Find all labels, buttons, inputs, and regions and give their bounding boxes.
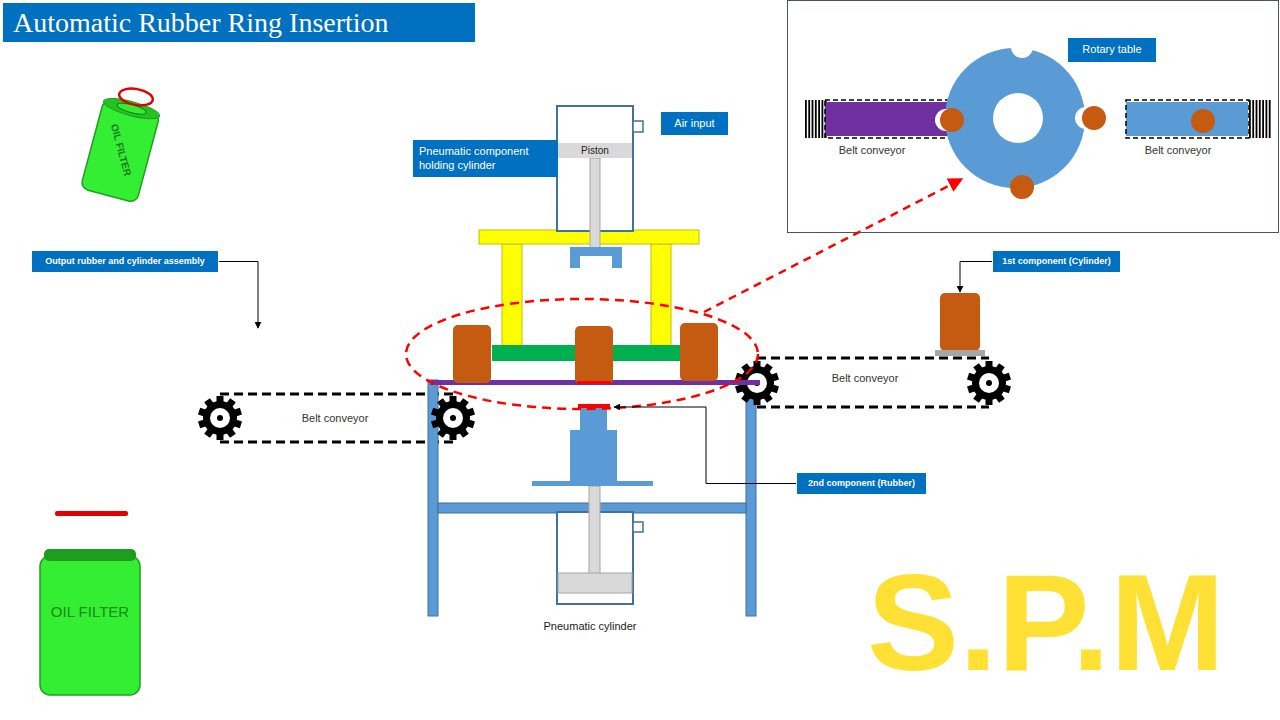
callout-text: 1st component (Cylinder) — [1002, 256, 1111, 267]
inset-panel — [788, 1, 1279, 233]
cylinder-puck — [1082, 106, 1106, 130]
cylinder-puck — [1010, 175, 1034, 199]
roller-stripe — [805, 100, 807, 138]
conveyor-belt — [757, 357, 989, 360]
cylinder-component — [940, 293, 980, 351]
cylinder-puck — [1191, 109, 1215, 133]
rubber-ring — [55, 511, 128, 516]
leader-line — [219, 262, 258, 329]
roller-stripe — [1266, 100, 1268, 138]
conveyor-belt — [220, 393, 453, 396]
cylinder-component — [453, 325, 491, 383]
rotary-notch — [1011, 36, 1033, 58]
belt-outline — [1126, 100, 1249, 138]
sprocket-hub — [443, 408, 463, 428]
roller-stripe — [1256, 100, 1258, 138]
cylinder-component — [680, 323, 718, 381]
conveyor-label: Belt conveyor — [832, 372, 899, 384]
sprocket-hub — [210, 408, 230, 428]
rotary-table — [945, 48, 1085, 188]
callout-box: Pneumatic component holding cylinder — [413, 140, 558, 177]
callout-box: 1st component (Cylinder) — [993, 251, 1120, 272]
roller-stripe — [1262, 100, 1264, 138]
frame-leg — [746, 380, 756, 616]
piston-rod — [589, 486, 600, 574]
roller-stripe — [822, 100, 824, 138]
sprocket — [431, 396, 475, 440]
sprocket-axle — [450, 415, 456, 421]
gripper — [570, 247, 622, 268]
roller-stripe — [815, 100, 817, 138]
belt-outline — [825, 100, 950, 138]
conveyor-belt — [220, 441, 453, 444]
conveyor-label: Belt conveyor — [302, 412, 369, 424]
can-body — [40, 556, 140, 695]
leader-line — [614, 407, 796, 484]
sprocket-axle — [986, 380, 992, 386]
inset-belt-left — [825, 102, 950, 136]
air-port — [633, 121, 643, 132]
leader-line — [960, 262, 992, 293]
callout-text: Rotary table — [1082, 43, 1141, 56]
sprocket-wheel — [203, 401, 237, 435]
conveyor-belt — [757, 406, 989, 409]
sprocket — [198, 396, 242, 440]
can-text: OIL FILTER — [51, 604, 129, 621]
piston-head — [558, 573, 632, 593]
cylinder-puck — [940, 108, 964, 132]
watermark: S.P.M — [867, 553, 1225, 691]
selection-ellipse — [406, 299, 758, 409]
sprocket-wheel — [972, 366, 1006, 400]
lifter-head — [580, 408, 607, 431]
roller-stripe — [1252, 100, 1254, 138]
callout-text: Output rubber and cylinder assembly — [45, 256, 205, 267]
piston-block: Piston — [558, 143, 632, 158]
cylinder-component — [575, 326, 613, 384]
sprocket-hub — [979, 373, 999, 393]
callout-text: Pneumatic component holding cylinder — [419, 145, 552, 171]
part-label: Pneumatic cylinder — [544, 620, 637, 632]
oil-filter-can — [80, 94, 161, 203]
title-banner: Automatic Rubber Ring Insertion — [3, 3, 475, 42]
rotary-hole — [993, 93, 1043, 143]
zoom-arrow — [704, 179, 962, 312]
inset-belt-right — [1126, 102, 1248, 136]
conveyor-label: Belt conveyor — [1145, 144, 1212, 156]
frame-leg — [502, 244, 522, 346]
sprocket-axle — [217, 415, 223, 421]
frame-top-bar — [479, 230, 699, 244]
lifter-plate — [532, 481, 653, 486]
piston-rod — [590, 158, 600, 248]
conveyor-label: Belt conveyor — [839, 144, 906, 156]
lifter-block — [570, 430, 617, 481]
callout-box: Output rubber and cylinder assembly — [32, 251, 218, 272]
callout-text: Piston — [581, 145, 609, 157]
callout-box: 2nd component (Rubber) — [797, 473, 926, 494]
roller-stripe — [808, 100, 810, 138]
air-port — [633, 522, 643, 532]
callout-text: Air input — [674, 117, 714, 130]
roller-stripe — [1259, 100, 1261, 138]
roller-stripe — [1269, 100, 1271, 138]
callout-box: Air input — [661, 112, 728, 135]
rubber-ring — [577, 381, 611, 384]
roller-stripe — [812, 100, 814, 138]
can-top — [44, 549, 136, 561]
rubber-ring — [118, 86, 154, 108]
callout-box: Rotary table — [1068, 38, 1156, 62]
callout-text: 2nd component (Rubber) — [808, 478, 915, 489]
sprocket-wheel — [436, 401, 470, 435]
frame-leg — [651, 244, 671, 346]
cylinder-base — [935, 350, 985, 356]
roller-stripe — [818, 100, 820, 138]
sprocket — [967, 361, 1011, 405]
